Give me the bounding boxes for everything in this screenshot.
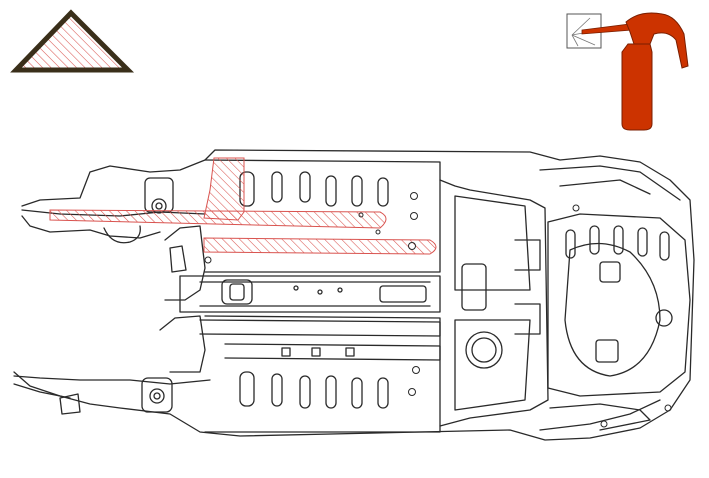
hatch-left-longitudinal — [49, 209, 387, 229]
legend-hatch-triangle-icon — [10, 9, 135, 73]
spray-can-icon — [566, 12, 689, 131]
hatched-treatment-areas — [49, 157, 437, 255]
mounting-points — [204, 192, 672, 428]
vehicle-underbody-outline — [13, 149, 695, 441]
hatch-rear-sill — [203, 237, 437, 255]
